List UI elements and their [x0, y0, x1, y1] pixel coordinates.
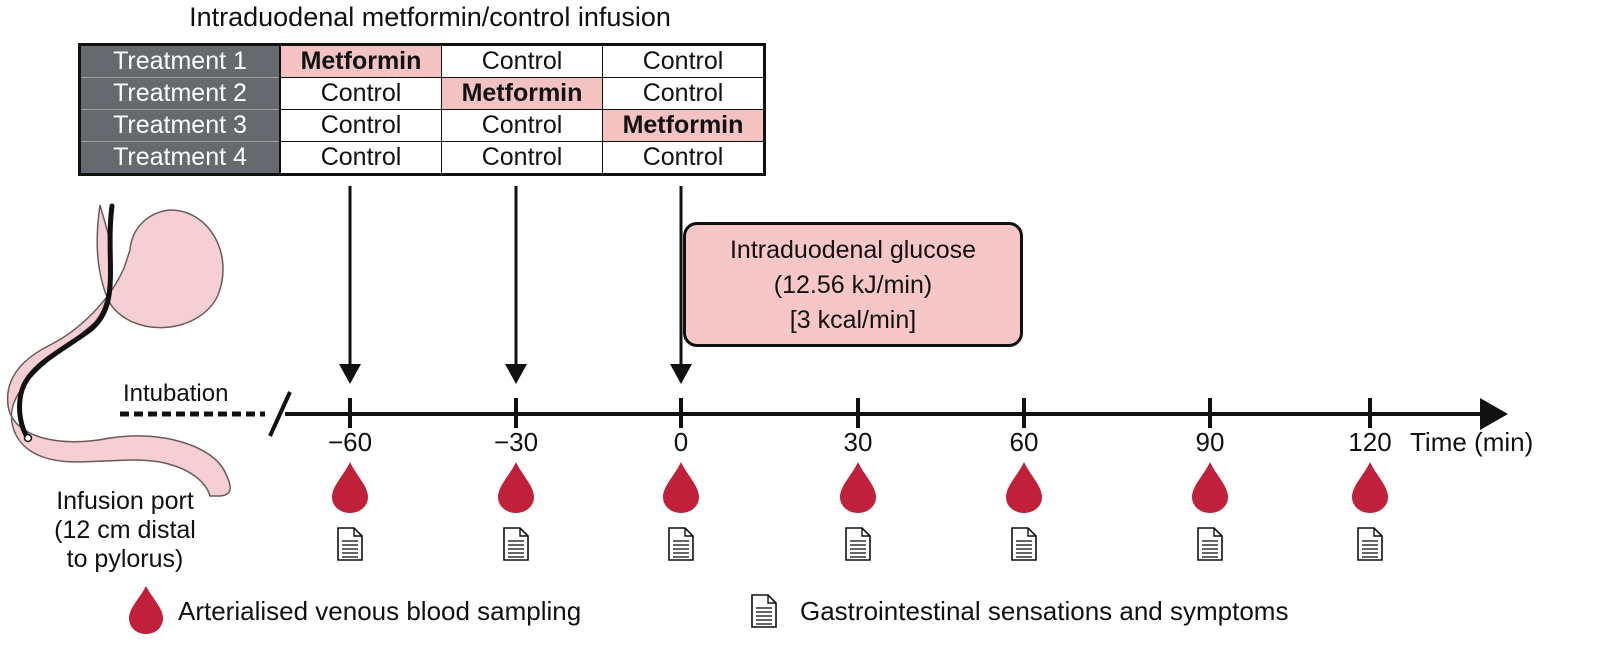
tick-label: 60 [1009, 427, 1039, 457]
control-cell: Control [441, 109, 603, 142]
document-icon [337, 527, 363, 561]
control-cell: Control [602, 77, 765, 110]
document-icon [503, 527, 529, 561]
tick-label: 30 [843, 427, 873, 457]
treatment-label: Treatment 1 [79, 44, 281, 78]
tick-label: −60 [327, 427, 373, 457]
glucose-box-line-2: (12.56 kJ/min) [773, 271, 933, 299]
document-icon [751, 594, 777, 628]
blood-drop-icon [1352, 462, 1388, 513]
control-cell: Control [602, 141, 765, 175]
blood-drop-icon [129, 586, 163, 634]
blood-drop-icon [840, 462, 876, 513]
blood-drop-icon [1192, 462, 1228, 513]
control-cell: Control [279, 77, 442, 110]
document-icon [1011, 527, 1037, 561]
blood-drop-icon [1006, 462, 1042, 513]
diagram-title: Intraduodenal metformin/control infusion [189, 2, 671, 32]
infusion-port-line-2: (12 cm distal [54, 516, 196, 544]
blood-drop-icon [663, 462, 699, 513]
treatment-label: Treatment 4 [79, 141, 281, 175]
document-icon [1357, 527, 1383, 561]
treatment-label: Treatment 2 [79, 77, 281, 110]
blood-drop-icon [498, 462, 534, 513]
time-axis-label: Time (min) [1410, 427, 1534, 457]
infusion-arrowhead [339, 364, 361, 384]
tick-label: 120 [1348, 427, 1392, 457]
axis-break-mark [268, 391, 292, 437]
time-axis-arrowhead [1480, 398, 1508, 430]
infusion-arrowhead [505, 364, 527, 384]
control-cell: Control [279, 141, 442, 175]
metformin-cell: Metformin [602, 109, 765, 142]
glucose-box-line-1: Intraduodenal glucose [729, 236, 977, 264]
metformin-cell: Metformin [279, 44, 442, 78]
control-cell: Control [279, 109, 442, 142]
document-icon [1197, 527, 1223, 561]
blood-sampling-markers [332, 462, 1388, 513]
infusion-port-line-3: to pylorus) [66, 545, 184, 573]
legend-blood-label: Arterialised venous blood sampling [178, 596, 582, 626]
infusion-port-label: Infusion port (12 cm distal to pylorus) [0, 487, 250, 574]
stomach-icon [6, 203, 231, 497]
axis-ticks [348, 398, 1372, 428]
treatment-label: Treatment 3 [79, 109, 281, 142]
glucose-box-line-3: [3 kcal/min] [789, 306, 917, 334]
infusion-arrows [339, 186, 692, 384]
control-cell: Control [602, 44, 765, 78]
intubation-label: Intubation [123, 380, 229, 407]
legend-symptoms-label: Gastrointestinal sensations and symptoms [800, 596, 1289, 626]
tick-label: 0 [673, 427, 689, 457]
glucose-infusion-box: Intraduodenal glucose (12.56 kJ/min) [3 … [683, 222, 1023, 347]
document-icon [668, 527, 694, 561]
infusion-port-line-1: Infusion port [56, 487, 194, 515]
symptom-assessment-markers [337, 527, 1383, 561]
tick-label: −30 [493, 427, 539, 457]
control-cell: Control [441, 141, 603, 175]
blood-drop-icon [332, 462, 368, 513]
infusion-arrowhead [670, 364, 692, 384]
tick-label: 90 [1195, 427, 1225, 457]
document-icon [845, 527, 871, 561]
